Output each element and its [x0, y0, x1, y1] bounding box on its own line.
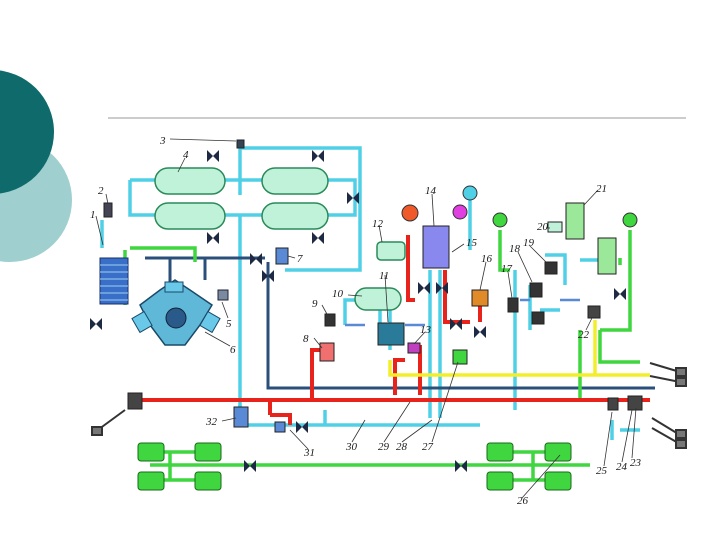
component-8 — [319, 342, 335, 362]
chamber-rear-1 — [486, 442, 514, 462]
chamber-front-left-2 — [137, 471, 165, 491]
label-10: 10 — [332, 288, 344, 300]
compressor-crank — [165, 307, 187, 329]
label-31: 31 — [303, 447, 315, 459]
gauges — [401, 185, 638, 228]
component-24 — [627, 395, 643, 411]
label-1: 1 — [90, 209, 96, 221]
label-3: 3 — [159, 135, 166, 147]
label-29: 29 — [378, 441, 390, 453]
component-18 — [529, 282, 543, 298]
component-2 — [103, 202, 113, 218]
label-17: 17 — [501, 263, 513, 275]
gauge-magenta — [452, 204, 468, 220]
component-20 — [547, 221, 563, 233]
component-17 — [507, 297, 519, 313]
green-pipes — [123, 230, 640, 482]
component-27 — [452, 349, 468, 365]
component-21 — [565, 202, 585, 240]
label-11: 11 — [379, 270, 389, 282]
air-tanks — [154, 167, 406, 311]
label-15: 15 — [466, 237, 478, 249]
yellow-pipes — [388, 320, 650, 377]
label-2: 2 — [98, 185, 104, 197]
label-23: 23 — [630, 457, 642, 469]
label-9: 9 — [312, 298, 318, 310]
label-12: 12 — [372, 218, 384, 230]
component-32 — [233, 406, 249, 428]
leader-lines — [95, 138, 637, 499]
gauge-green-1 — [492, 212, 508, 228]
component-7 — [275, 247, 289, 265]
cyan-pipes — [100, 146, 640, 440]
component-31 — [274, 421, 286, 433]
label-7: 7 — [297, 253, 303, 265]
tank-lower-right — [261, 202, 329, 230]
components — [103, 139, 643, 433]
component-9 — [324, 313, 336, 327]
label-13: 13 — [420, 324, 432, 336]
component-19 — [544, 261, 558, 275]
label-20: 20 — [537, 221, 549, 233]
label-5: 5 — [226, 318, 232, 330]
component-16 — [471, 289, 489, 307]
chamber-front-left-3 — [194, 442, 222, 462]
compressor — [99, 257, 229, 346]
gauge-cyan — [462, 185, 478, 201]
chamber-rear-4 — [544, 471, 572, 491]
gauge-green-2 — [622, 212, 638, 228]
tank-lower-left — [154, 202, 226, 230]
tank-upper-left — [154, 167, 226, 195]
tank-10 — [354, 287, 402, 311]
component-25 — [607, 397, 619, 411]
chamber-front-left-1 — [137, 442, 165, 462]
label-4: 4 — [183, 149, 189, 161]
label-16: 16 — [481, 253, 493, 265]
label-28: 28 — [396, 441, 408, 453]
teal-dark-circle — [0, 70, 54, 194]
component-3 — [236, 139, 245, 149]
chamber-rear-2 — [486, 471, 514, 491]
label-26: 26 — [517, 495, 529, 507]
label-24: 24 — [616, 461, 628, 473]
cooler-1 — [99, 257, 129, 305]
pneumatic-system-diagram: 1 2 3 4 5 6 7 8 9 10 11 12 13 14 15 16 1… — [80, 133, 696, 507]
component-13 — [407, 342, 421, 354]
chamber-rear-3 — [544, 442, 572, 462]
label-30: 30 — [345, 441, 358, 453]
label-21: 21 — [596, 183, 607, 195]
component-21b — [597, 237, 617, 275]
component-left-valve — [127, 392, 143, 410]
gauge-red — [401, 204, 419, 222]
brake-chambers — [137, 442, 572, 491]
component-19b — [531, 311, 545, 325]
label-32: 32 — [205, 416, 218, 428]
label-6: 6 — [230, 344, 236, 356]
component-11 — [377, 322, 405, 346]
part-labels: 1 2 3 4 5 6 7 8 9 10 11 12 13 14 15 16 1… — [90, 135, 642, 507]
label-19: 19 — [523, 237, 535, 249]
tank-12 — [376, 241, 406, 261]
valves — [90, 150, 626, 472]
hose-connectors — [91, 362, 687, 449]
component-14 — [422, 225, 450, 269]
label-25: 25 — [596, 465, 608, 477]
blue-pipes — [345, 298, 580, 327]
label-14: 14 — [425, 185, 437, 197]
component-22 — [587, 305, 601, 319]
label-18: 18 — [509, 243, 521, 255]
tank-upper-right — [261, 167, 329, 195]
chamber-front-left-4 — [194, 471, 222, 491]
label-22: 22 — [578, 329, 590, 341]
label-8: 8 — [303, 333, 309, 345]
label-27: 27 — [422, 441, 434, 453]
